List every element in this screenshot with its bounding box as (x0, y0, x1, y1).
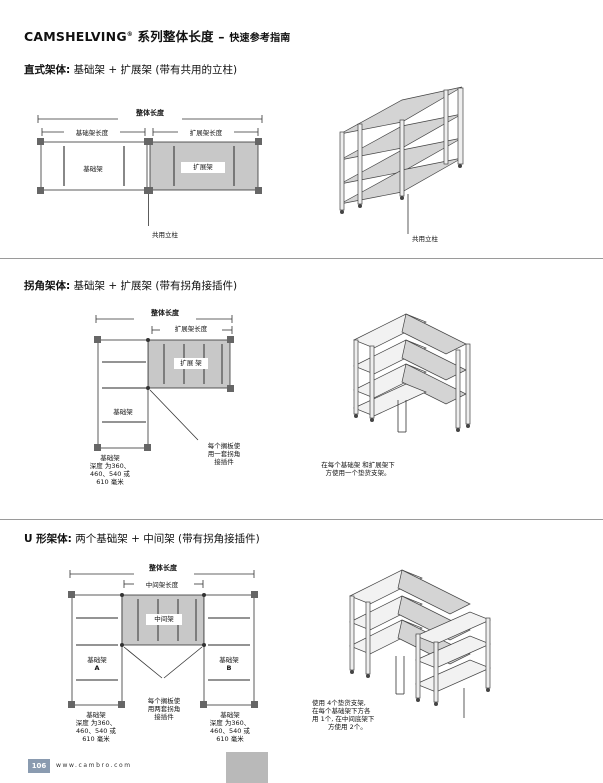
u-depth-a-note: 基础架 深度 为360、 460、540 或 610 毫米 (62, 711, 130, 743)
section-divider-1 (0, 258, 603, 259)
u-caster-line: 方使用 2个。 (328, 723, 367, 731)
corner-connector-line: 用一套拐角 (207, 450, 241, 458)
u-caster-line: 使用 4个垫货支架, (312, 699, 366, 707)
u-depth-b-line: 460、540 或 (210, 727, 250, 735)
section-corner-title-bold: 拐角架体: (24, 280, 71, 292)
u-mid-label: 中间架 (146, 614, 182, 625)
corner-depth-line: 深度 为360、 (89, 462, 131, 470)
u-depth-a-line: 深度 为360、 (75, 719, 117, 727)
section-corner-title: 拐角架体: 基础架 + 扩展架 (带有拐角接插件) (24, 278, 237, 293)
section-straight-title: 直式架体: 基础架 + 扩展架 (带有共用的立柱) (24, 62, 237, 77)
footer-tab-block (226, 752, 268, 783)
u-base-a-label-1: 基础架 (87, 656, 107, 664)
u-depth-b-line: 深度 为360、 (209, 719, 251, 727)
u-depth-a-line: 460、540 或 (76, 727, 116, 735)
u-connector-line: 每个搁板使 (147, 697, 181, 705)
page-subtitle: 快速参考指南 (229, 33, 291, 44)
u-depth-b-line: 610 毫米 (216, 735, 244, 743)
section-u-title: U 形架体: 两个基础架 + 中间架 (带有拐角接插件) (24, 531, 260, 546)
corner-overall-length-label: 整体长度 (151, 309, 179, 317)
u-depth-b-line: 基础架 (220, 711, 240, 719)
corner-depth-line: 460、540 或 (90, 470, 130, 478)
corner-depth-line: 610 毫米 (96, 478, 124, 486)
corner-caster-line: 在每个基础架 和扩展架下 (321, 461, 395, 469)
u-depth-b-note: 基础架 深度 为360、 460、540 或 610 毫米 (196, 711, 264, 743)
section-u-title-bold: U 形架体: (24, 533, 72, 545)
u-caster-note: 使用 4个垫货支架, 在每个基础架下方各 用 1个, 在中间底架下 方使用 2个… (312, 699, 404, 731)
u-depth-a-line: 610 毫米 (82, 735, 110, 743)
corner-ext-length-label: 扩展架长度 (174, 325, 208, 333)
u-caster-line: 用 1个, 在中间底架下 (312, 715, 375, 723)
straight-overall-length-label: 整体长度 (136, 109, 164, 117)
corner-connector-note: 每个搁板使 用一套拐角 接插件 (192, 442, 256, 466)
straight-shared-post-label: 共用立柱 (152, 231, 178, 239)
section-straight-title-rest: 基础架 + 扩展架 (带有共用的立柱) (70, 64, 238, 76)
u-mid-length-label: 中间架长度 (145, 581, 179, 589)
corner-shelving-illustration (353, 313, 471, 433)
u-base-a-label-2: A (94, 664, 100, 672)
straight-ext-length-label: 扩展架长度 (189, 129, 223, 137)
u-base-b-label-2: B (226, 664, 232, 672)
section-u-title-rest: 两个基础架 + 中间架 (带有拐角接插件) (71, 533, 260, 545)
title-rest: 系列整体长度 (132, 29, 214, 44)
corner-ext-label: 扩展 架 (174, 358, 208, 369)
u-connector-note: 每个搁板使 用两套拐角 接插件 (132, 697, 196, 721)
page-number: 106 (28, 759, 50, 773)
corner-depth-line: 基础架 (100, 454, 120, 462)
corner-caster-line: 方使用一个垫货支架。 (325, 469, 391, 477)
straight-base-label: 基础架 (83, 165, 103, 173)
footer-url-link[interactable]: www.cambro.com (56, 762, 132, 769)
corner-connector-line: 每个搁板使 (207, 442, 241, 450)
corner-base-label: 基础架 (113, 408, 133, 416)
u-caster-line: 在每个基础架下方各 (312, 707, 371, 715)
corner-caster-note: 在每个基础架 和扩展架下 方使用一个垫货支架。 (306, 461, 410, 477)
section-straight-title-bold: 直式架体: (24, 64, 71, 76)
u-base-b-label: 基础架 B (209, 656, 249, 672)
u-overall-length-label: 整体长度 (149, 564, 177, 572)
u-connector-line: 用两套拐角 (147, 705, 181, 713)
straight-shelving-illustration (339, 86, 464, 234)
corner-depth-note: 基础架 深度 为360、 460、540 或 610 毫米 (74, 454, 146, 486)
registered-mark: ® (126, 30, 133, 38)
u-shelving-illustration (349, 569, 491, 718)
page-title: CAMSHELVING® 系列整体长度 – 快速参考指南 (24, 26, 291, 45)
u-base-b-label-1: 基础架 (219, 656, 239, 664)
u-depth-a-line: 基础架 (86, 711, 106, 719)
section-corner-title-rest: 基础架 + 扩展架 (带有拐角接插件) (70, 280, 238, 292)
straight-base-length-label: 基础架长度 (75, 129, 109, 137)
title-dash: – (213, 29, 230, 44)
u-connector-line: 接插件 (154, 713, 174, 721)
straight-shared-post-label-right: 共用立柱 (412, 235, 438, 243)
section-divider-2 (0, 519, 603, 520)
corner-plan-diagram (94, 315, 234, 451)
brand-name: CAMSHELVING (24, 29, 127, 44)
straight-ext-label: 扩展架 (181, 162, 225, 173)
u-base-a-label: 基础架 A (77, 656, 117, 672)
corner-connector-line: 接插件 (214, 458, 234, 466)
